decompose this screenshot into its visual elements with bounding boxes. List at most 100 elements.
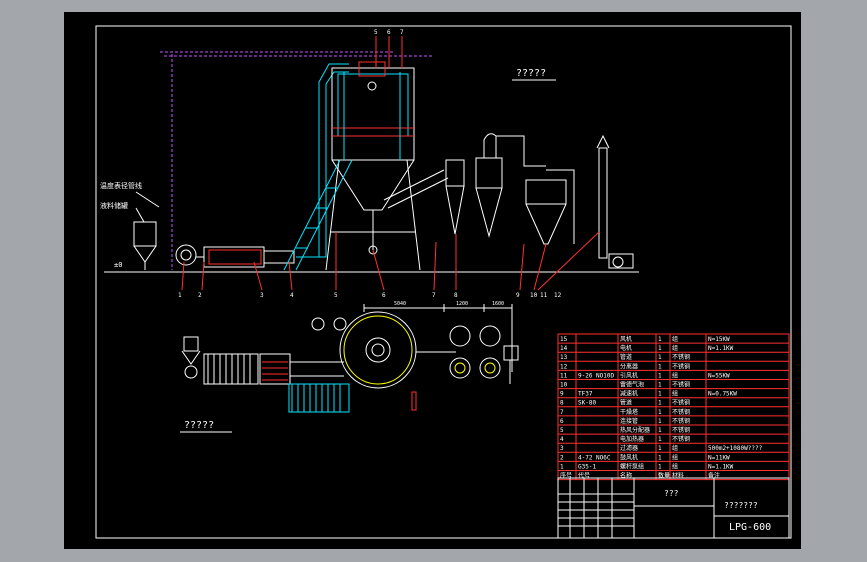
cyclone-2 — [475, 133, 546, 238]
bom-cell-note: N=0.75KW — [708, 391, 737, 398]
bom-cell-name: 雷德气泡 — [620, 381, 644, 389]
bom-header-cell: 备注 — [708, 472, 720, 480]
bom-cell-code: TF37 — [578, 391, 593, 398]
balloon-10: 10 — [530, 292, 538, 299]
bom-cell-qty: 1 — [658, 345, 662, 352]
side-label-tank: 液料储罐 — [100, 201, 128, 210]
bom-cell-name: 引风机 — [620, 371, 638, 379]
dim-5040: 5040 — [394, 301, 406, 307]
bom-cell-no: 3 — [560, 445, 564, 452]
bom-cell-mat: 不锈钢 — [672, 353, 690, 361]
balloon-4: 4 — [290, 292, 294, 299]
plan-dimensions: 5040 1200 1600 — [363, 301, 513, 372]
bom-cell-qty: 1 — [658, 454, 662, 461]
leader-lines — [181, 36, 600, 291]
dim-1600: 1600 — [492, 301, 504, 307]
bom-cell-no: 15 — [560, 336, 568, 343]
top-balloon-5: 5 — [374, 29, 378, 36]
drawing-frame — [95, 25, 792, 539]
bom-header-cell: 材料 — [672, 472, 684, 480]
plan-heater — [203, 353, 291, 385]
bom-cell-qty: 1 — [658, 427, 662, 434]
dim-1200: 1200 — [456, 301, 468, 307]
bom-cell-mat: 不锈钢 — [672, 435, 690, 443]
bom-cell-no: 2 — [560, 454, 564, 461]
outlet-duct — [383, 169, 449, 209]
balloon-11: 11 — [540, 292, 548, 299]
bom-cell-note: N=15KW — [708, 336, 730, 343]
plan-fan — [288, 383, 417, 413]
plan-cyclones — [416, 325, 519, 384]
bom-cell-mat: 不锈钢 — [672, 399, 690, 407]
bom-cell-no: 11 — [560, 372, 568, 379]
bom-cell-no: 6 — [560, 418, 564, 425]
bom-cell-code: G35-1 — [578, 463, 596, 470]
exhaust-stack — [596, 134, 634, 269]
bom-cell-name: 电加热器 — [620, 435, 644, 443]
bom-cell-name: 减速机 — [620, 390, 638, 398]
bom-cell-note: N=1.1KW — [708, 463, 734, 470]
bom-cell-qty: 1 — [658, 336, 662, 343]
bom-cell-qty: 1 — [658, 363, 662, 370]
bom-header-cell: 名称 — [620, 472, 632, 480]
bom-cell-name: 风机 — [620, 335, 632, 343]
bom-cell-name: 管道 — [620, 399, 632, 407]
company-name: ??????? — [724, 501, 758, 510]
level-label: ±0 — [114, 261, 122, 269]
title-block — [557, 477, 790, 539]
bom-cell-qty: 1 — [658, 372, 662, 379]
bom-cell-name: 连接管 — [620, 417, 638, 425]
bom-cell-qty: 1 — [658, 436, 662, 443]
bom-cell-note: N=1.1KW — [708, 345, 734, 352]
bom-cell-qty: 1 — [658, 354, 662, 361]
bom-cell-no: 8 — [560, 400, 564, 407]
bom-cell-name: 热风分配器 — [620, 426, 650, 434]
bom-cell-mat: 不锈钢 — [672, 381, 690, 389]
bom-cell-mat: 组 — [672, 344, 678, 352]
balloon-5: 5 — [334, 292, 338, 299]
front-view-title: ????? — [516, 68, 546, 79]
balloon-2: 2 — [198, 292, 202, 299]
bom-cell-name: 螺杆泵组 — [620, 462, 644, 470]
model-number: LPG-600 — [729, 522, 771, 533]
bom-cell-no: 14 — [560, 345, 568, 352]
drawing-sheet: ±0 温度表径管线 液料储罐 — [64, 12, 801, 549]
bom-header-cell: 序号 — [560, 472, 572, 480]
plan-duct — [290, 361, 344, 377]
balloon-7: 7 — [432, 292, 436, 299]
balloon-9: 9 — [516, 292, 520, 299]
bom-cell-qty: 1 — [658, 391, 662, 398]
bom-cell-qty: 1 — [658, 382, 662, 389]
hot-air-duct — [296, 63, 349, 258]
bom-cell-mat: 组 — [672, 390, 678, 398]
bom-cell-note: N=11KW — [708, 454, 730, 461]
bom-cell-mat: 不锈钢 — [672, 408, 690, 416]
bom-cell-no: 7 — [560, 409, 564, 416]
bom-cell-name: 干燥塔 — [620, 408, 638, 416]
bom-cell-no: 12 — [560, 363, 568, 370]
balloon-6: 6 — [382, 292, 386, 299]
balloon-12: 12 — [554, 292, 562, 299]
drying-tower — [325, 61, 421, 271]
bom-cell-mat: 组 — [672, 453, 678, 461]
bom-cell-mat: 组 — [672, 335, 678, 343]
bom-cell-code: 4-72 NO6C — [578, 454, 611, 461]
bom-cell-code: SK-80 — [578, 400, 596, 407]
bom-cell-note: N=55KW — [708, 372, 730, 379]
bom-header-cell: 代号 — [578, 472, 590, 480]
bom-cell-qty: 1 — [658, 445, 662, 452]
bom-cell-qty: 1 — [658, 463, 662, 470]
bom-cell-note: 500m2+1080W???? — [708, 445, 763, 452]
bom-cell-name: 电机 — [620, 344, 632, 352]
bom-cell-qty: 1 — [658, 400, 662, 407]
bom-cell-no: 5 — [560, 427, 564, 434]
bom-cell-no: 4 — [560, 436, 564, 443]
bom-cell-code: 9-26 NO10D — [578, 372, 615, 379]
bom-cell-no: 9 — [560, 391, 564, 398]
bom-cell-mat: 组 — [672, 462, 678, 470]
bom-header-cell: 数量 — [658, 472, 670, 480]
feed-tank — [133, 221, 157, 270]
top-balloon-6: 6 — [387, 29, 391, 36]
balloon-3: 3 — [260, 292, 264, 299]
